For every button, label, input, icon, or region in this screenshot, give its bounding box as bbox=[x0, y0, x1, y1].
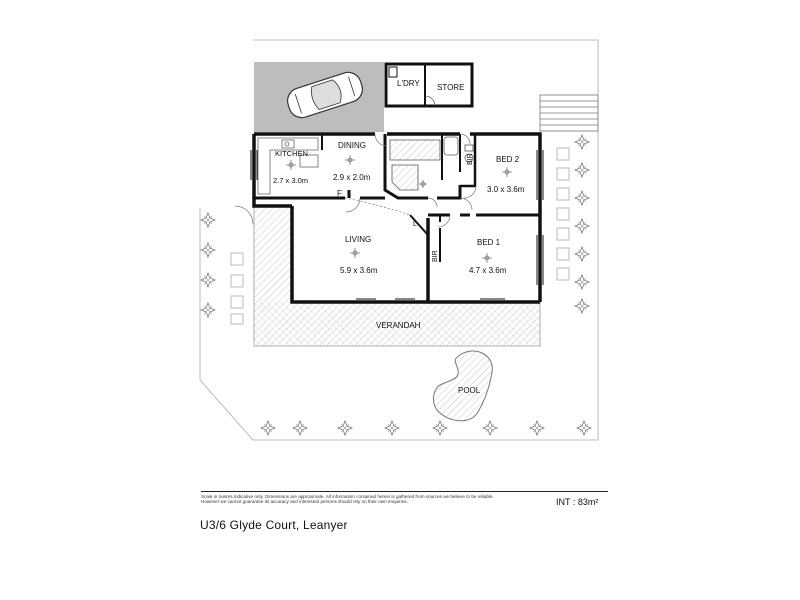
light-fixtures bbox=[286, 155, 512, 263]
carport bbox=[254, 62, 472, 132]
car-icon bbox=[287, 71, 363, 119]
footer-rule bbox=[201, 491, 608, 492]
pool bbox=[433, 350, 493, 422]
room-store-label: STORE bbox=[437, 83, 464, 92]
property-boundary bbox=[199, 39, 599, 441]
pool-label: POOL bbox=[458, 386, 481, 395]
property-address: U3/6 Glyde Court, Leanyer bbox=[200, 518, 348, 532]
kitchen-counters bbox=[257, 137, 319, 195]
paving-stones bbox=[230, 147, 570, 325]
room-bed1-name: BED 1 bbox=[477, 238, 501, 247]
room-bed2-name: BED 2 bbox=[496, 155, 520, 164]
room-dining-name: DINING bbox=[338, 141, 366, 150]
building-walls bbox=[252, 132, 542, 304]
room-verandah-label: VERANDAH bbox=[376, 321, 421, 330]
room-bed2-size: 3.0 x 3.6m bbox=[487, 185, 525, 194]
steps bbox=[539, 94, 599, 132]
internal-area: INT : 83m² bbox=[556, 497, 599, 507]
laundry-store-block bbox=[384, 62, 474, 108]
room-kitchen-size: 2.7 x 3.0m bbox=[273, 176, 308, 185]
bir-bed2-label: BIR bbox=[467, 153, 474, 165]
room-living-name: LIVING bbox=[345, 235, 371, 244]
room-kitchen-name: KITCHEN bbox=[275, 149, 308, 158]
door-swings bbox=[234, 133, 477, 228]
bathroom-fixtures bbox=[389, 136, 474, 191]
room-dining-size: 2.9 x 2.0m bbox=[333, 173, 371, 182]
room-bed1-size: 4.7 x 3.6m bbox=[469, 266, 507, 275]
fridge-label: F bbox=[337, 189, 342, 198]
windows bbox=[250, 150, 544, 304]
room-living-size: 5.9 x 3.6m bbox=[340, 266, 378, 275]
room-labels: L'DRY STORE KITCHEN 2.7 x 3.0m DINING 2.… bbox=[273, 79, 525, 395]
bir-bed1-label: BIR bbox=[432, 250, 439, 262]
room-laundry-label: L'DRY bbox=[397, 79, 420, 88]
disclaimer-text: Scale in metres indicative only. Dimensi… bbox=[201, 494, 494, 505]
verandah-area bbox=[253, 205, 541, 347]
linen-label: L bbox=[413, 221, 417, 228]
